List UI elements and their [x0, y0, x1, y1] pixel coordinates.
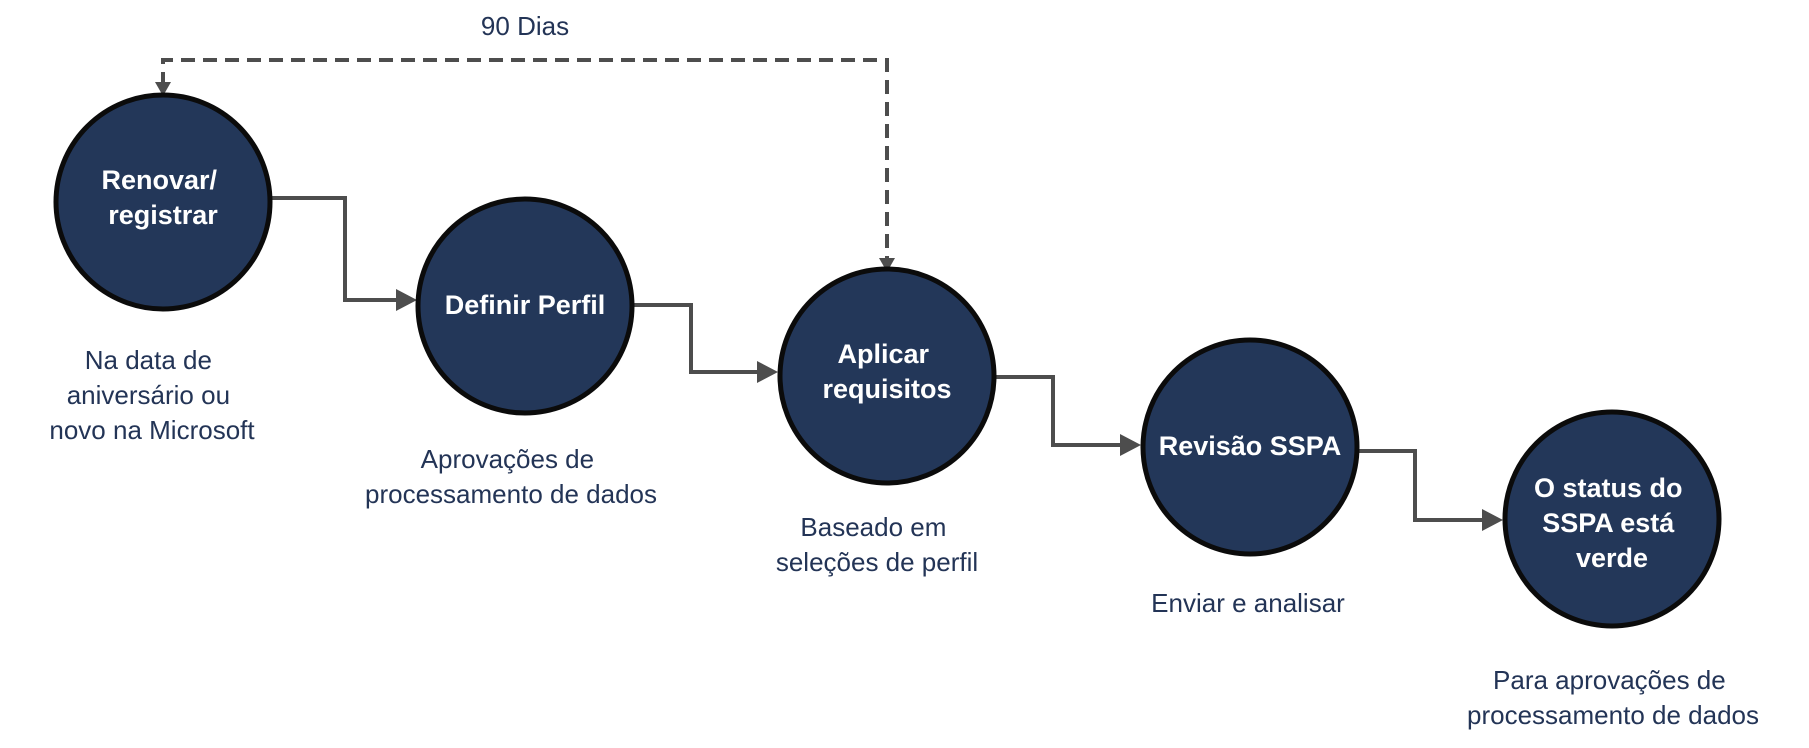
step-circle [415, 196, 635, 416]
connector-1-2 [272, 196, 404, 302]
step-node-4: Revisão SSPA [1140, 337, 1360, 557]
step-title-line: registrar [108, 200, 218, 230]
step-caption-1: Na data de aniversário ou novo na Micros… [49, 345, 255, 445]
caption-line: aniversário ou [67, 380, 230, 410]
step-circle [1140, 337, 1360, 557]
loop-arrowhead-bottom [879, 258, 895, 272]
step-title: Renovar/ registrar [101, 165, 224, 230]
step-caption-5: Para aprovações de processamento de dado… [1467, 665, 1759, 730]
caption-line: Para aprovações de [1493, 665, 1726, 695]
step-title-line: Aplicar [837, 339, 929, 369]
caption-line: Enviar e analisar [1151, 588, 1345, 618]
step-title: Aplicar requisitos [822, 339, 951, 404]
loop-label: 90 Dias [481, 11, 569, 41]
connector-3-4 [996, 375, 1128, 447]
loop-connector: 90 Dias [155, 11, 895, 272]
caption-line: novo na Microsoft [49, 415, 255, 445]
arrowhead-4-5 [1482, 509, 1503, 531]
caption-line: Aprovações de [421, 444, 594, 474]
step-node-5: O status do SSPA está verde [1502, 409, 1722, 629]
caption-line: seleções de perfil [776, 547, 978, 577]
caption-line: Na data de [85, 345, 212, 375]
step-title-line: requisitos [822, 374, 951, 404]
arrowhead-3-4 [1120, 434, 1141, 456]
caption-line: processamento de dados [1467, 700, 1759, 730]
step-circle [53, 92, 273, 312]
step-circle [1502, 409, 1722, 629]
loop-arrow-path [161, 58, 889, 270]
step-title: O status do SSPA está verde [1534, 473, 1690, 573]
step-node-2: Definir Perfil [415, 196, 635, 416]
connector-4-5 [1358, 449, 1490, 522]
arrowhead-2-3 [757, 361, 778, 383]
connector-2-3 [634, 303, 765, 374]
step-caption-3: Baseado em seleções de perfil [776, 512, 978, 577]
step-node-3: Aplicar requisitos [777, 266, 997, 486]
caption-line: processamento de dados [365, 479, 657, 509]
arrowhead-1-2 [396, 289, 417, 311]
step-title-line: SSPA está [1542, 508, 1675, 538]
step-title-line: Renovar/ [101, 165, 217, 195]
step-title-line: Revisão SSPA [1159, 431, 1342, 461]
step-node-1: Renovar/ registrar [53, 92, 273, 312]
step-title: Revisão SSPA [1159, 431, 1342, 461]
step-caption-4: Enviar e analisar [1151, 588, 1345, 618]
step-title-line: Definir Perfil [445, 290, 606, 320]
step-caption-2: Aprovações de processamento de dados [365, 444, 657, 509]
caption-line: Baseado em [800, 512, 946, 542]
step-title-line: O status do [1534, 473, 1683, 503]
loop-arrowhead-top [155, 82, 171, 96]
step-connectors [272, 196, 1503, 531]
step-circle [777, 266, 997, 486]
step-title-line: verde [1576, 543, 1648, 573]
step-title: Definir Perfil [445, 290, 606, 320]
